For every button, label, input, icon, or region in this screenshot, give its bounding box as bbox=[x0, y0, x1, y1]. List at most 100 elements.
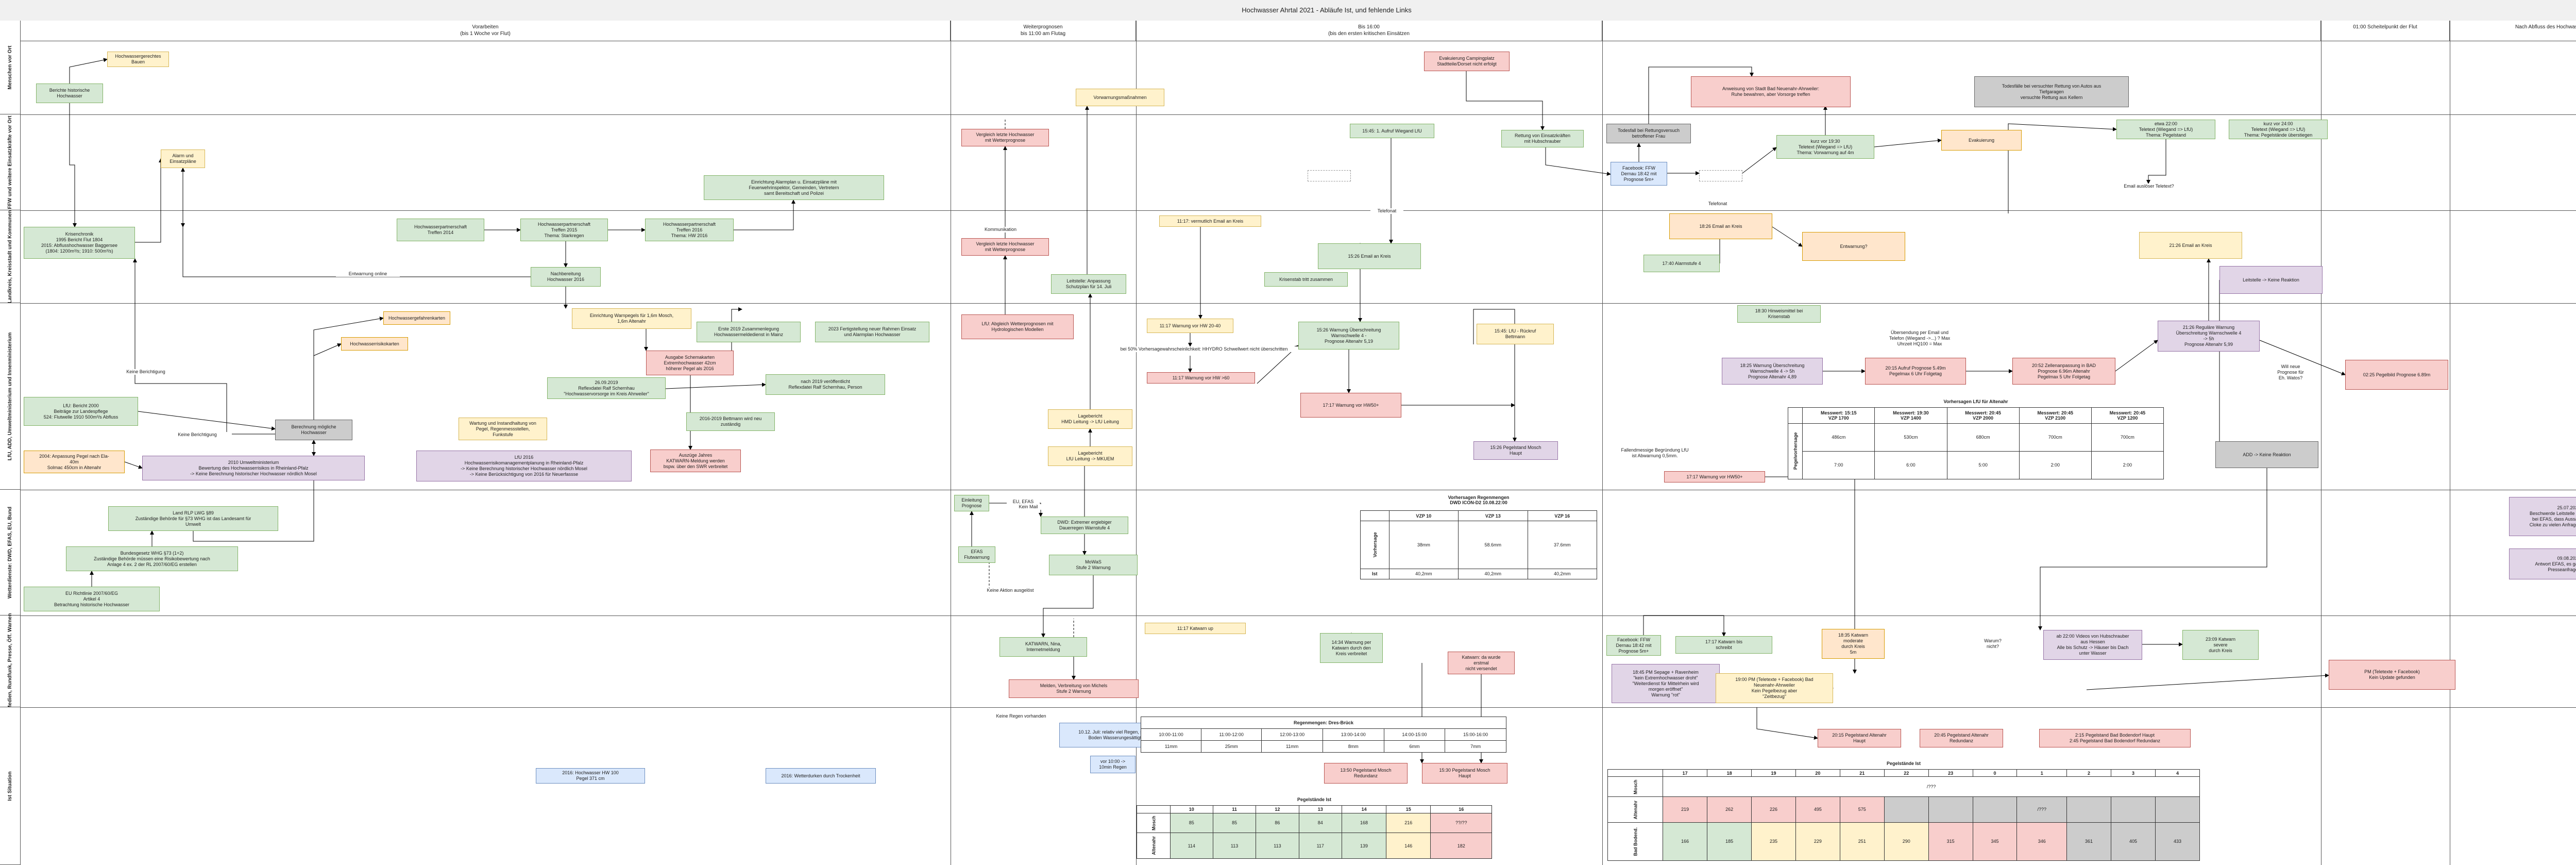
table-header: 16 bbox=[1430, 805, 1492, 813]
table-header: 3 bbox=[2111, 769, 2156, 777]
table-cell: 113 bbox=[1212, 833, 1257, 859]
column-divider bbox=[1602, 21, 1603, 865]
edge-connector bbox=[1756, 707, 1818, 740]
node-pm-teletext: PM (Teletexte + Facebook) Kein Update ge… bbox=[2329, 660, 2455, 690]
node-lfu-2016-bericht: LfU 2016 Hochwasserrisikomanagementplanu… bbox=[416, 451, 632, 481]
table-cell bbox=[1972, 796, 2018, 823]
node-pegelstand-mosch-3: 15:30 Pegelstand Mosch Haupt bbox=[1422, 763, 1507, 784]
label-eu-efas: EU, EFAS bbox=[1007, 499, 1040, 505]
table-header: 10:00-11:00 bbox=[1140, 728, 1202, 741]
node-nach-2019: nach 2019 veröffentlicht Reflexdatei Ral… bbox=[766, 374, 885, 395]
edge-connector bbox=[2008, 123, 2117, 213]
node-video-2200: ab 22:00 Videos von Hubschrauber aus Hes… bbox=[2043, 630, 2142, 660]
node-vor-1000: vor 10:00 -> 10min Regen bbox=[1090, 756, 1136, 773]
node-erste-2019: Erste 2019 Zusammenlegung Hochwassermeld… bbox=[697, 322, 801, 342]
edge-connector bbox=[734, 199, 795, 230]
node-katwarn-2309: 23:09 Katwarn severe durch Kreis bbox=[2182, 630, 2259, 660]
table-cell: /??? bbox=[1663, 776, 2200, 797]
node-pegel-regenmessstellen: Wartung und Instandhaltung von Pegel, Re… bbox=[459, 418, 547, 440]
label-email-ausloest: Email auslöser Teletext? bbox=[2109, 184, 2189, 189]
table-cell: 6mm bbox=[1383, 740, 1446, 753]
table-cell: 7:00 bbox=[1802, 451, 1875, 480]
table-header: 14:00-15:00 bbox=[1383, 728, 1446, 741]
node-efas-flutwarnung: EFAS Flutwarnung bbox=[958, 546, 995, 563]
lane-divider bbox=[21, 707, 2576, 708]
node-historische-hochwasser: Berichte historische Hochwasser bbox=[36, 84, 103, 103]
table-header: Messwert: 19:30 VZP 1400 bbox=[1874, 407, 1947, 424]
node-krisenchronik: Krisenchronik 1995 Bericht Flut 1804 201… bbox=[24, 227, 135, 259]
node-alarmstufe-4: 17:40 Alarmstufe 4 bbox=[1643, 255, 1720, 272]
table-cell: 85 bbox=[1212, 812, 1257, 834]
table-cell: 262 bbox=[1707, 796, 1752, 823]
edge-connector bbox=[313, 343, 342, 420]
node-pegelbild-1526: 17:17 Warnung vor HW50+ bbox=[1300, 393, 1401, 418]
table-cell: 229 bbox=[1795, 822, 1840, 861]
node-ffw-aufruf: 15:45: 1. Aufruf Wiegand LfU bbox=[1350, 124, 1434, 138]
table-cell: /??? bbox=[2016, 796, 2067, 823]
column-header-weiterprognosen: Weiterprognosen bis 11:00 am Flutag bbox=[951, 21, 1136, 41]
table-cell: 146 bbox=[1386, 833, 1431, 859]
edge-connector bbox=[1742, 147, 1777, 174]
node-vorwarnung-massnahmen: Vorwarnungsmaßnahmen bbox=[1076, 89, 1164, 106]
node-melden-verbreitung: Melden, Verbreitung von Michels Stufe 2 … bbox=[1009, 679, 1139, 698]
node-rueckruf-bettmann: 15:45: LfU - Rückruf Bettmann bbox=[1477, 324, 1554, 344]
table-cell: 185 bbox=[1707, 822, 1752, 861]
table-caption-vorhersagen: Vorhersagen Regenmengen DWD ICON-D2 10.0… bbox=[1448, 495, 1510, 505]
node-pm-1845: 18:45 PM Sepage + Ravenheim "kein Extrem… bbox=[1612, 664, 1720, 703]
node-reflexdatei-2019: 26.09.2019 Reflexdatei Ralf Schernhau "H… bbox=[547, 377, 666, 399]
table-header: Messwert: 20:45 VZP 1200 bbox=[2091, 407, 2164, 424]
table-cell: 235 bbox=[1751, 822, 1796, 861]
table-cell: 226 bbox=[1751, 796, 1796, 823]
table-header: VZP 13 bbox=[1458, 510, 1528, 522]
table-header: 22 bbox=[1884, 769, 1929, 777]
table-header: 15 bbox=[1386, 805, 1431, 813]
table-row-label: Altenahr bbox=[1137, 833, 1171, 859]
edge-connector bbox=[1041, 575, 1094, 638]
label-telefonat: Telefonat bbox=[1370, 208, 1403, 214]
table-header: Messwert: 20:45 VZP 2000 bbox=[1946, 407, 2020, 424]
table-cell: 530cm bbox=[1874, 423, 1947, 452]
label-mehr-vorwarnzeit: bei 50% Vorhersagewahrscheinlichkeit: HH… bbox=[1103, 346, 1306, 352]
node-auszuege-jahres: Auszüge Jahres KATWARN-Meldung werden bs… bbox=[650, 450, 741, 472]
table-header: 12 bbox=[1256, 805, 1299, 813]
label-fallen-begruendung: Fallendmessige Begründung LfU ist Abwarn… bbox=[1607, 447, 1702, 459]
table-row-label: Bad Bodend. bbox=[1607, 822, 1663, 861]
node-land-rlp: Land RLP LWG §89 Zuständige Behörde für … bbox=[108, 506, 278, 531]
edge-connector bbox=[1874, 138, 1942, 147]
node-warnung-1117-medien: 11:17 Katwarn up bbox=[1145, 623, 1246, 634]
table-cell: 2:00 bbox=[2091, 451, 2164, 480]
lane-header-lfu: LfU, ADD, Umweltministerium und Innenmin… bbox=[0, 303, 21, 490]
table-row-label: Pegelvorhersage bbox=[1788, 423, 1803, 479]
edge-connector bbox=[1545, 147, 1611, 176]
column-header-nach-abfluss: Nach Abfluss des Hochwassers bbox=[2450, 21, 2576, 41]
edge-connector bbox=[124, 461, 143, 469]
node-katwarn-1717: 17:17 Katwarn bis schreibt bbox=[1675, 636, 1772, 654]
node-starkregen-trockenheit: 2016: Wetterdurken durch Trockenheit bbox=[766, 768, 876, 784]
table-cell: 85 bbox=[1170, 812, 1213, 834]
table-cell: 700cm bbox=[2091, 423, 2164, 452]
table-cell: 182 bbox=[1430, 833, 1492, 859]
node-ausgabe-schemakarten: Ausgabe Schemakarten Extremhochwasser 42… bbox=[646, 351, 734, 375]
label-telefonat-2: Telefonat bbox=[1701, 201, 1734, 207]
node-facebook-1900: 19:00 PM (Teletexte + Facebook) Bad Neue… bbox=[1716, 673, 1833, 703]
node-facebook-ffw-1: Facebook: FFW Dernau 18:42 mit Prognose … bbox=[1611, 162, 1667, 186]
table-cell bbox=[1884, 796, 1929, 823]
node-hochwasserpartnerschaft-2016: Hochwasserpartnerschaft Treffen 2016 The… bbox=[645, 219, 734, 241]
edge-connector bbox=[181, 168, 531, 277]
table-cell: 114 bbox=[1170, 833, 1213, 859]
lane-header-menschen: Menschen vor Ort bbox=[0, 21, 21, 114]
lane-header-ffw: FFW und weitere Einsatzkräfte vor Ort bbox=[0, 114, 21, 210]
node-umweltministerium-2010: 2010 Umweltministerium Bewertung des Hoc… bbox=[142, 456, 365, 480]
label-kommunikation: Kommunikation bbox=[974, 227, 1027, 232]
table-row-label bbox=[1360, 510, 1389, 522]
table-header: 21 bbox=[1839, 769, 1885, 777]
table-cell bbox=[2155, 796, 2200, 823]
table-header: 20 bbox=[1795, 769, 1840, 777]
node-aufruf-2007: 25.07.2021 Beschwerde Leitstelle LfU Rav… bbox=[2509, 497, 2576, 536]
node-pegelbild-0220: 02:25 Pegelbild Prognose 6.89m bbox=[2345, 360, 2448, 390]
column-header-scheitelpunkt: 01:00 Scheitelpunkt der Flut bbox=[2321, 21, 2450, 41]
node-evakuierung-campingplatz: Evakuierung Campingplatz Stadtteile/Dors… bbox=[1424, 52, 1510, 71]
edge-connector bbox=[1772, 226, 1803, 247]
